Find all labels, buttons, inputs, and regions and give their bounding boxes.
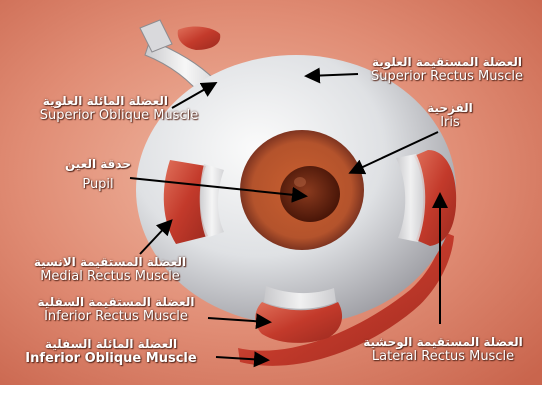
label-pupil: حدقة العين Pupil bbox=[58, 158, 138, 193]
label-iris: القزحية Iris bbox=[420, 102, 480, 131]
label-iris-ar: القزحية bbox=[420, 102, 480, 116]
label-superior-oblique: العضلة المائلة العلوية Superior Oblique … bbox=[14, 95, 224, 124]
label-medial-rectus: العضلة المستقيمة الانسية Medial Rectus M… bbox=[20, 256, 200, 285]
label-superior-rectus-en: Superior Rectus Muscle bbox=[356, 70, 538, 85]
label-superior-rectus: العضلة المستقيمة العلوية Superior Rectus… bbox=[356, 56, 538, 85]
label-inferior-rectus-en: Inferior Rectus Muscle bbox=[16, 310, 216, 325]
label-superior-oblique-ar: العضلة المائلة العلوية bbox=[14, 95, 224, 109]
label-lateral-rectus: العضلة المستقيمة الوحشية Lateral Rectus … bbox=[350, 336, 536, 365]
label-superior-rectus-ar: العضلة المستقيمة العلوية bbox=[356, 56, 538, 70]
label-lateral-rectus-en: Lateral Rectus Muscle bbox=[350, 350, 536, 365]
label-pupil-en: Pupil bbox=[58, 178, 138, 193]
label-inferior-oblique: العضلة المائلة السفلية Inferior Oblique … bbox=[4, 338, 218, 367]
label-medial-rectus-en: Medial Rectus Muscle bbox=[20, 270, 200, 285]
label-inferior-oblique-ar: العضلة المائلة السفلية bbox=[4, 338, 218, 352]
label-inferior-oblique-en: Inferior Oblique Muscle bbox=[4, 352, 218, 367]
label-superior-oblique-en: Superior Oblique Muscle bbox=[14, 109, 224, 124]
inferior-rectus-muscle bbox=[255, 286, 342, 343]
label-inferior-rectus: العضلة المستقيمة السفلية Inferior Rectus… bbox=[16, 296, 216, 325]
label-pupil-ar: حدقة العين bbox=[58, 158, 138, 172]
label-lateral-rectus-ar: العضلة المستقيمة الوحشية bbox=[350, 336, 536, 350]
label-iris-en: Iris bbox=[420, 116, 480, 131]
label-inferior-rectus-ar: العضلة المستقيمة السفلية bbox=[16, 296, 216, 310]
label-medial-rectus-ar: العضلة المستقيمة الانسية bbox=[20, 256, 200, 270]
medial-rectus-muscle bbox=[164, 160, 224, 244]
